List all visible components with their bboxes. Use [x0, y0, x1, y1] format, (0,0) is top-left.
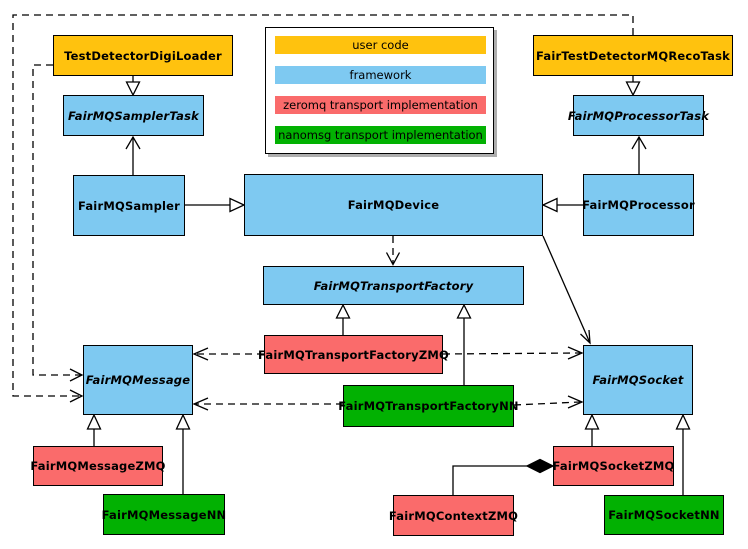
node-label: FairMQContextZMQ	[388, 508, 519, 523]
edge-fairmqtransportfactorynn-fairmqsocket	[513, 395, 584, 409]
edge-fairmqprocessor-fairmqdevice	[541, 197, 583, 213]
edge-fairmqtransportfactoryzmq-fairmqsocket	[442, 346, 584, 360]
node-label: FairMQProcessor	[582, 198, 695, 212]
legend-label: user code	[352, 38, 409, 52]
node-fairmqcontextzmq: FairMQContextZMQ	[389, 495, 518, 536]
node-label: FairMQTransportFactoryZMQ	[258, 347, 450, 362]
node-fairmqmessagenn: FairMQMessageNN	[101, 494, 227, 535]
node-label: FairMQSocketNN	[608, 508, 720, 522]
edge-fairmqtransportfactoryzmq-fairmqmessage	[192, 347, 264, 361]
node-label: FairMQMessage	[85, 373, 191, 387]
node-label: TestDetectorDigiLoader	[64, 48, 222, 63]
node-fairmqmessagezmq: FairMQMessageZMQ	[30, 446, 166, 486]
legend-item-nanomsg: nanomsg transport implementation	[275, 126, 486, 144]
node-fairmqsocketzmq: FairMQSocketZMQ	[553, 446, 674, 486]
node-label: FairMQSamplerTask	[68, 108, 199, 123]
legend-item-zeromq: zeromq transport implementation	[275, 96, 486, 114]
node-fairmqmessage: FairMQMessage	[83, 345, 193, 415]
edge-fairmqprocessor-fairmqprocessortask	[631, 135, 647, 174]
node-fairmqdevice: FairMQDevice	[244, 174, 543, 236]
node-label: FairMQTransportFactory	[313, 278, 474, 293]
node-fairmqtransportfactory: FairMQTransportFactory	[263, 266, 524, 305]
edge-fairmqsampler-fairmqsamplertask	[125, 135, 141, 175]
edge-fairmqtransportfactorynn-fairmqtransportfactory	[456, 303, 472, 385]
node-fairmqsocketnn: FairMQSocketNN	[604, 495, 724, 535]
node-fairmqprocessortask: FairMQProcessorTask	[568, 95, 709, 136]
node-label: FairMQSocket	[592, 373, 684, 387]
edge-fairmqtransportfactorynn-fairmqmessage	[192, 397, 343, 411]
node-label: FairTestDetectorMQRecoTask	[536, 48, 730, 63]
node-label: FairMQMessageZMQ	[30, 459, 166, 473]
edge-testdetectordigiloader-fairmqmessage	[32, 64, 84, 382]
legend-label: nanomsg transport implementation	[278, 128, 483, 142]
node-label: FairMQTransportFactoryNN	[338, 399, 519, 413]
edge-fairmqmessagenn-fairmqmessage	[175, 413, 191, 495]
edge-fairmqcontextzmq-fairmqsocketzmq	[452, 458, 555, 495]
node-fairmqtransportfactoryzmq: FairMQTransportFactoryZMQ	[258, 335, 449, 374]
edge-testdetectordigiloader-fairmqsamplertask	[125, 76, 141, 97]
legend-item-user-code: user code	[275, 36, 486, 54]
edge-fairmqdevice-fairmqsocket	[542, 235, 591, 345]
node-fairmqsamplertask: FairMQSamplerTask	[63, 95, 204, 136]
node-label: FairMQProcessorTask	[567, 108, 710, 123]
legend-item-framework: framework	[275, 66, 486, 84]
edge-fairmqtransportfactoryzmq-fairmqtransportfactory	[335, 303, 351, 335]
edge-fairmqsocketnn-fairmqsocket	[675, 413, 691, 495]
edge-fairmqsampler-fairmqdevice	[185, 197, 246, 213]
node-testdetectordigiloader: TestDetectorDigiLoader	[53, 35, 233, 76]
legend-box: user code framework zeromq transport imp…	[265, 27, 494, 154]
node-fairtestdetectormqrecotask: FairTestDetectorMQRecoTask	[533, 35, 733, 76]
node-label: FairMQSocketZMQ	[552, 459, 675, 473]
node-fairmqsampler: FairMQSampler	[73, 175, 185, 236]
node-label: FairMQMessageNN	[101, 507, 227, 522]
edge-fairmqmessagezmq-fairmqmessage	[86, 413, 102, 446]
legend-label: zeromq transport implementation	[283, 98, 478, 112]
legend-label: framework	[349, 68, 412, 82]
edge-fairtestdetectormqrecotask-fairmqprocessortask	[625, 76, 641, 97]
node-fairmqprocessor: FairMQProcessor	[582, 174, 695, 236]
edge-fairtestdetectormqrecotask-fairmqmessage	[12, 14, 634, 403]
node-fairmqsocket: FairMQSocket	[583, 345, 693, 415]
node-label: FairMQDevice	[347, 198, 440, 212]
edge-fairmqsocketzmq-fairmqsocket	[584, 413, 600, 446]
node-label: FairMQSampler	[77, 198, 181, 213]
node-fairmqtransportfactorynn: FairMQTransportFactoryNN	[338, 385, 519, 427]
edge-fairmqdevice-fairmqtransportfactory	[385, 236, 401, 266]
